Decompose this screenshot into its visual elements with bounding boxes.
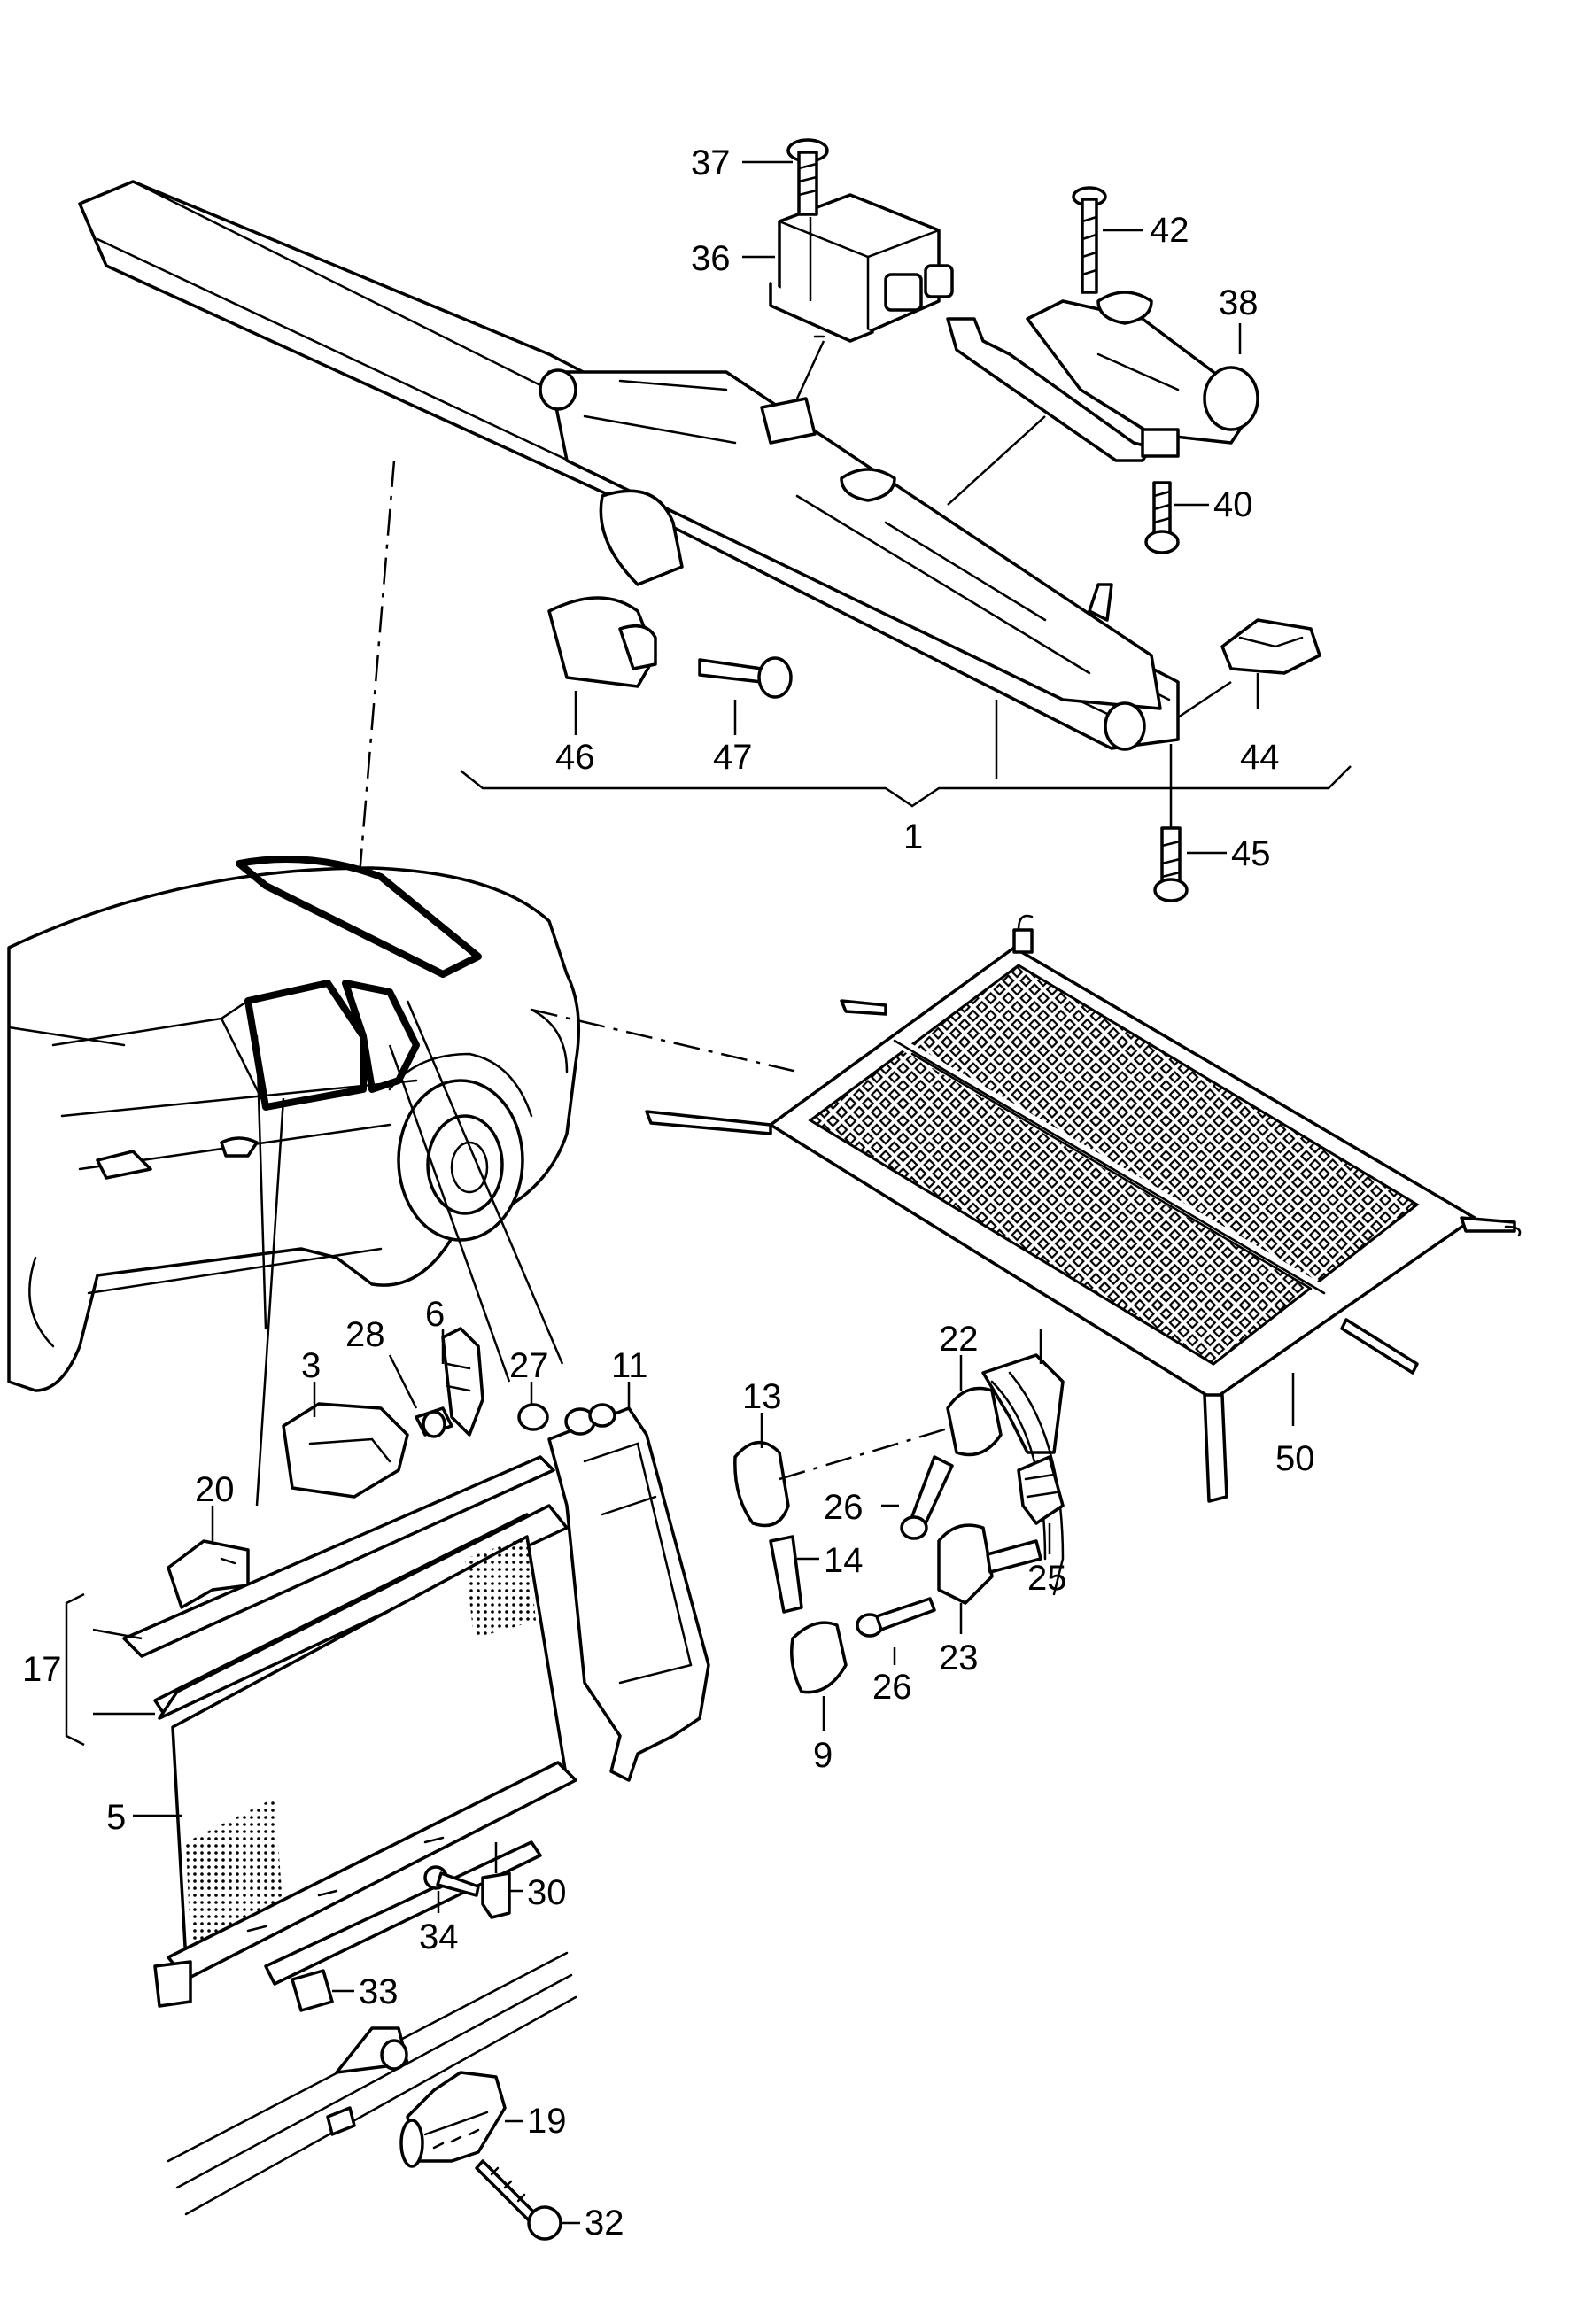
callout-26-upper: 26	[824, 1488, 864, 1527]
pillar-trim-11-part	[547, 1403, 710, 1782]
callout-28: 28	[345, 1315, 385, 1354]
callout-19: 19	[527, 2102, 567, 2141]
rear-blind-housing-assembly	[78, 180, 1180, 751]
screw-32-part	[475, 2159, 562, 2241]
screw-45-part	[1153, 826, 1189, 902]
callout-26-lower: 26	[872, 1668, 912, 1707]
callout-23: 23	[939, 1638, 979, 1677]
screw-47-part	[698, 656, 793, 699]
callout-13: 13	[742, 1377, 782, 1416]
callout-9: 9	[813, 1736, 833, 1775]
drive-motor-part	[946, 290, 1259, 462]
callout-20: 20	[195, 1470, 235, 1509]
callout-44: 44	[1240, 738, 1280, 777]
callout-27: 27	[509, 1346, 549, 1385]
screw-37-part	[786, 138, 829, 216]
luggage-net-part	[645, 914, 1522, 1503]
callout-42: 42	[1150, 211, 1189, 250]
trim-cap-3-part	[282, 1402, 409, 1499]
screw-34-part	[423, 1865, 480, 1897]
screw-26-upper-part	[900, 1455, 954, 1540]
holder-23-part	[937, 1523, 1042, 1605]
clip-44-part	[1220, 618, 1321, 675]
bracket-6-part	[441, 1327, 484, 1437]
callout-46: 46	[555, 738, 595, 777]
callout-47: 47	[713, 738, 753, 777]
assembly-bracket	[460, 765, 1352, 808]
callout-6: 6	[425, 1295, 445, 1334]
callout-34: 34	[419, 1917, 459, 1956]
callout-50: 50	[1275, 1439, 1315, 1478]
callout-30: 30	[527, 1873, 567, 1912]
screw-40-part	[1144, 481, 1180, 554]
callout-36: 36	[691, 239, 731, 278]
bolt-28-part	[415, 1406, 453, 1438]
callout-1: 1	[903, 817, 923, 856]
side-window-blind-5-part	[153, 1535, 577, 2008]
lower-track-19-part	[167, 1951, 577, 2216]
callout-33: 33	[359, 1972, 399, 2011]
cap-9-part	[790, 1621, 848, 1694]
callout-37: 37	[691, 143, 731, 182]
callout-45: 45	[1231, 834, 1271, 873]
nut-27-part	[517, 1403, 549, 1431]
callout-40: 40	[1213, 485, 1253, 524]
callout-5: 5	[106, 1798, 126, 1837]
callout-labels: 37 36 42 38 40 46 47 44 1 45 6 28 3 27 1…	[22, 143, 1315, 2243]
callout-25: 25	[1027, 1559, 1067, 1598]
clip-25-part	[1017, 1455, 1065, 1525]
callout-38: 38	[1219, 283, 1259, 322]
screw-26-lower-part	[856, 1597, 936, 1638]
callout-14: 14	[824, 1541, 864, 1580]
end-cap-46-part	[547, 596, 657, 688]
callout-17: 17	[22, 1650, 62, 1689]
control-unit-part	[769, 193, 954, 343]
clip-30-part	[481, 1871, 511, 1919]
pin-14-part	[769, 1535, 803, 1614]
callout-11: 11	[611, 1346, 648, 1385]
cover-13-part	[733, 1440, 790, 1528]
callout-22: 22	[939, 1320, 979, 1359]
screw-42-part	[1072, 186, 1107, 294]
end-cap-33-part	[291, 1969, 334, 2012]
callout-32: 32	[585, 2204, 624, 2243]
holder-22-part	[946, 1353, 1065, 1596]
callout-3: 3	[301, 1346, 321, 1385]
car-illustration	[7, 856, 581, 1392]
